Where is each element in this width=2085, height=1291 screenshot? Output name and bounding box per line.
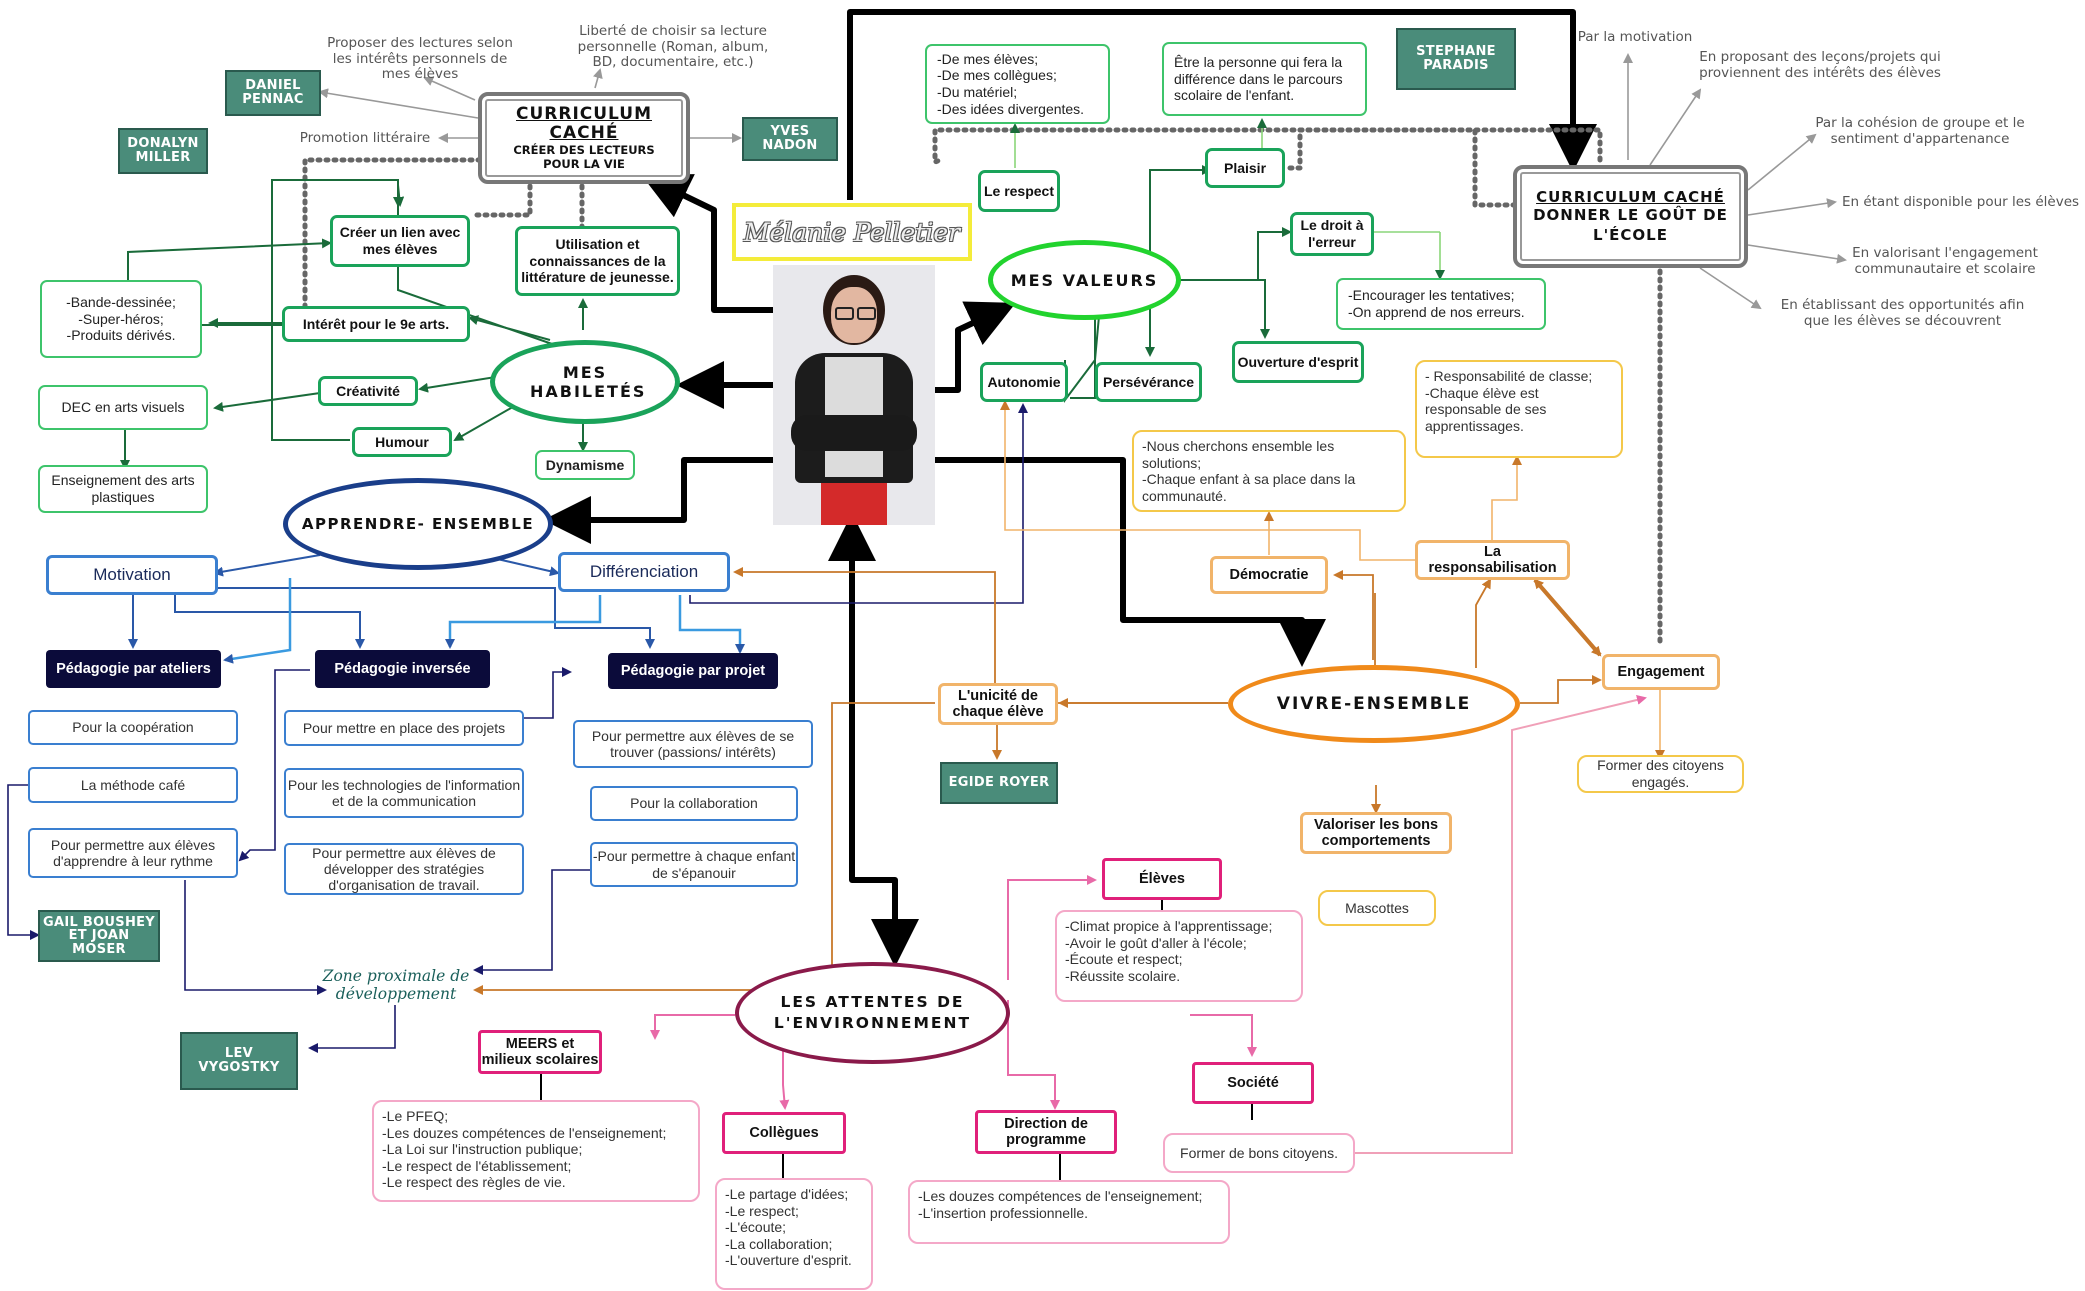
attentes-title: LES ATTENTES DE L'ENVIRONNEMENT xyxy=(773,993,972,1032)
node-technologies: Pour les technologies de l'information e… xyxy=(284,768,524,818)
habiletes-title: MES HABILETÉS xyxy=(530,362,647,401)
ellipse-mes-habiletes: MES HABILETÉS xyxy=(490,340,680,424)
node-utilisation-litterature: Utilisation et connaissances de la litté… xyxy=(515,226,680,296)
orange-connectors xyxy=(473,567,1602,995)
node-motivation: Motivation xyxy=(46,555,218,595)
node-pedagogie-ateliers: Pédagogie par ateliers xyxy=(46,650,221,688)
label-opportunites: En établissant des opportunités afin que… xyxy=(1780,297,2025,329)
node-enseignement-arts: Enseignement des arts plastiques xyxy=(38,465,208,513)
ellipse-attentes-environnement: LES ATTENTES DE L'ENVIRONNEMENT xyxy=(735,962,1010,1064)
label-par-motivation: Par la motivation xyxy=(1577,29,1693,45)
pink-connectors xyxy=(650,875,1257,1110)
node-responsabilisation: La responsabilisation xyxy=(1415,540,1570,580)
node-unicite: L'unicité de chaque élève xyxy=(938,683,1058,725)
ellipse-vivre-ensemble: VIVRE-ENSEMBLE xyxy=(1228,665,1520,743)
node-le-respect: Le respect xyxy=(978,170,1060,212)
node-direction-detail: -Les douzes compétences de l'enseignemen… xyxy=(908,1180,1230,1244)
node-mettre-projets: Pour mettre en place des projets xyxy=(284,710,524,746)
label-zone-proximale: Zone proximale de développement xyxy=(322,967,470,1003)
node-creativite: Créativité xyxy=(318,376,418,406)
node-societe: Société xyxy=(1192,1062,1314,1104)
node-ouverture-esprit: Ouverture d'esprit xyxy=(1232,341,1364,383)
node-eleves: Élèves xyxy=(1102,858,1222,900)
node-pedagogie-projet: Pédagogie par projet xyxy=(608,653,778,689)
author-gail-joan: GAIL BOUSHEY ET JOAN MOSER xyxy=(38,910,160,962)
ellipse-apprendre-ensemble: APPRENDRE- ENSEMBLE xyxy=(283,478,553,570)
author-yves-nadon: YVES NADON xyxy=(742,117,838,161)
node-societe-detail: Former de bons citoyens. xyxy=(1163,1133,1355,1173)
node-perseverance: Persévérance xyxy=(1095,362,1202,402)
label-disponible: En étant disponible pour les élèves xyxy=(1841,194,2080,210)
curriculum-cache-lecteurs: CURRICULUM CACHÉ CRÉER DES LECTEURS POUR… xyxy=(478,92,690,184)
node-droit-erreur: Le droit à l'erreur xyxy=(1290,212,1374,256)
node-autonomie: Autonomie xyxy=(980,362,1068,402)
label-cohesion: Par la cohésion de groupe et le sentimen… xyxy=(1815,115,2025,147)
curriculum-cache-1-title: CURRICULUM CACHÉ xyxy=(515,103,652,144)
node-creer-lien: Créer un lien avec mes élèves xyxy=(330,215,470,267)
node-direction-programme: Direction de programme xyxy=(975,1110,1117,1154)
node-collegues: Collègues xyxy=(722,1112,846,1154)
node-methode-cafe: La méthode café xyxy=(28,767,238,803)
node-cooperation: Pour la coopération xyxy=(28,710,238,745)
node-citoyens-engages: Former des citoyens engagés. xyxy=(1577,755,1744,793)
node-pedagogie-inversee: Pédagogie inversée xyxy=(315,650,490,688)
node-interet-detail: -Bande-dessinée; -Super-héros; -Produits… xyxy=(40,280,202,358)
gray-connectors xyxy=(318,53,1847,310)
node-plaisir: Plaisir xyxy=(1205,148,1285,188)
node-plaisir-detail: Être la personne qui fera la différence … xyxy=(1162,42,1367,116)
node-differenciation: Différenciation xyxy=(558,552,730,592)
curriculum-cache-ecole: CURRICULUM CACHÉ DONNER LE GOÛT DE L'ÉCO… xyxy=(1513,165,1748,268)
center-name: Mélanie Pelletier xyxy=(743,217,961,247)
node-respect-detail: -De mes élèves; -De mes collègues; -Du m… xyxy=(925,44,1110,124)
ellipse-mes-valeurs: MES VALEURS xyxy=(988,240,1181,320)
node-responsabilisation-detail: - Responsabilité de classe; -Chaque élèv… xyxy=(1415,360,1623,458)
label-liberte: Liberté de choisir sa lecture personnell… xyxy=(577,23,769,71)
curriculum-cache-2-subtitle: DONNER LE GOÛT DE L'ÉCOLE xyxy=(1533,206,1728,244)
node-interet-9e-arts: Intérêt pour le 9e arts. xyxy=(282,306,470,342)
node-dynamisme: Dynamisme xyxy=(535,450,635,480)
apprendre-title: APPRENDRE- ENSEMBLE xyxy=(301,515,535,533)
node-dec-arts: DEC en arts visuels xyxy=(38,385,208,430)
node-meers: MEERS et milieux scolaires xyxy=(478,1030,602,1074)
node-meers-detail: -Le PFEQ; -Les douzes compétences de l'e… xyxy=(372,1100,700,1202)
author-daniel-pennac: DANIEL PENNAC xyxy=(225,70,321,116)
vivre-title: VIVRE-ENSEMBLE xyxy=(1276,694,1472,714)
author-donalyn-miller: DONALYN MILLER xyxy=(118,128,208,174)
node-engagement: Engagement xyxy=(1602,654,1720,690)
curriculum-cache-1-subtitle: CRÉER DES LECTEURS POUR LA VIE xyxy=(513,142,655,171)
node-rythme: Pour permettre aux élèves d'apprendre à … xyxy=(28,828,238,878)
portrait xyxy=(773,265,935,525)
node-humour: Humour xyxy=(352,427,452,457)
curriculum-cache-2-title: CURRICULUM CACHÉ xyxy=(1536,188,1725,206)
valeurs-title: MES VALEURS xyxy=(1010,270,1159,290)
author-lev-vygostky: LEV VYGOSTKY xyxy=(180,1032,298,1090)
node-droit-detail: -Encourager les tentatives; -On apprend … xyxy=(1336,278,1546,330)
node-democratie: Démocratie xyxy=(1210,556,1328,594)
node-mascottes: Mascottes xyxy=(1318,890,1436,926)
node-democratie-detail: -Nous cherchons ensemble les solutions; … xyxy=(1132,430,1406,512)
node-valoriser-comportements: Valoriser les bons comportements xyxy=(1300,812,1452,854)
label-proposer: Proposer des lectures selon les intérêts… xyxy=(327,35,513,83)
label-promotion: Promotion littéraire xyxy=(299,130,431,146)
node-collaboration: Pour la collaboration xyxy=(590,786,798,821)
node-epanouir: -Pour permettre à chaque enfant de s'épa… xyxy=(590,842,798,887)
author-stephane-paradis: STEPHANE PARADIS xyxy=(1396,28,1516,90)
node-strategies: Pour permettre aux élèves de développer … xyxy=(284,843,524,895)
node-passions: Pour permettre aux élèves de se trouver … xyxy=(573,720,813,768)
label-valorisant-engagement: En valorisant l'engagement communautaire… xyxy=(1852,245,2038,277)
label-lecons-projets: En proposant des leçons/projets qui prov… xyxy=(1699,49,1941,81)
node-collegues-detail: -Le partage d'idées; -Le respect; -L'éco… xyxy=(715,1178,873,1290)
author-egide-royer: EGIDE ROYER xyxy=(940,762,1058,804)
name-banner: Mélanie Pelletier xyxy=(732,203,972,261)
dotted-connectors xyxy=(302,127,1663,648)
node-eleves-detail: -Climat propice à l'apprentissage; -Avoi… xyxy=(1055,910,1303,1002)
